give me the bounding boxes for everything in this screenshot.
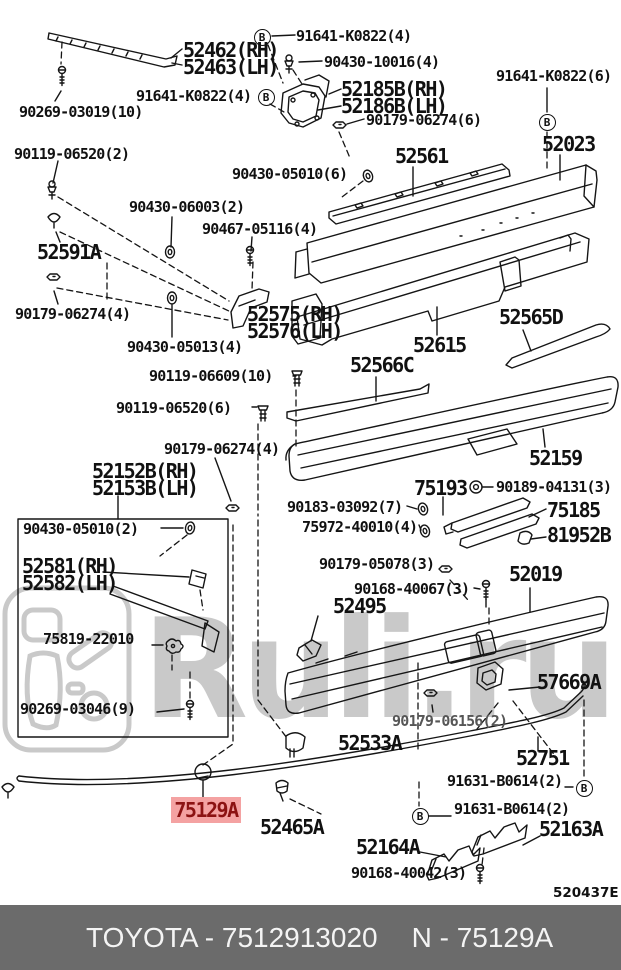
part-number-label: 52159 xyxy=(529,446,583,470)
part-number-label: 52575(RH) xyxy=(247,302,343,326)
part-number-label: 52495 xyxy=(333,594,387,618)
highlighted-part-label[interactable]: 75129A xyxy=(171,797,241,823)
part-number-label: 90269-03019(10) xyxy=(19,103,143,121)
part-number-label: 52591A xyxy=(37,240,102,264)
footer-part-code: N - 75129A xyxy=(411,921,554,953)
part-number-label: 52582(LH) xyxy=(22,571,118,595)
part-number-label: 52019 xyxy=(509,562,563,586)
part-number-label: 75193 xyxy=(414,476,468,500)
part-number-label: 52164A xyxy=(356,835,421,859)
part-number-label: 91641-K0822(6) xyxy=(496,67,612,85)
part-number-label: 52163A xyxy=(539,817,604,841)
part-number-label: 90430-06003(2) xyxy=(129,198,245,216)
part-number-label: 90168-40042(3) xyxy=(351,864,467,882)
b-callout-badge: B xyxy=(575,779,593,797)
part-number-label: 52462(RH) xyxy=(183,38,279,62)
diagram-code: 520437E xyxy=(553,885,619,901)
part-number-label: 52152B(RH) xyxy=(92,459,199,483)
part-number-label: 57669A xyxy=(537,670,602,694)
b-callout-badge: B xyxy=(411,807,429,825)
part-number-label: 90467-05116(4) xyxy=(202,220,318,238)
b-callout-badge: B xyxy=(257,88,275,106)
part-number-label: 90179-05078(3) xyxy=(319,555,435,573)
part-number-label: 75972-40010(4) xyxy=(302,518,418,536)
part-number-label: 52533A xyxy=(338,731,403,755)
part-number-label: 91641-K0822(4) xyxy=(136,87,252,105)
part-number-label: 90269-03046(9) xyxy=(20,700,136,718)
part-number-label: 75185 xyxy=(547,498,601,522)
part-number-label: 52576(LH) xyxy=(247,319,343,343)
part-number-label: 52581(RH) xyxy=(22,554,118,578)
b-callout-badge: B xyxy=(253,28,271,46)
part-number-label: 91631-B0614(2) xyxy=(447,772,563,790)
exploded-parts-drawing xyxy=(1,32,619,885)
part-number-label: 52153B(LH) xyxy=(92,476,199,500)
part-number-label: 90430-05013(4) xyxy=(127,338,243,356)
part-number-label: 90119-06520(2) xyxy=(14,145,130,163)
part-number-label: 90430-05010(6) xyxy=(232,165,348,183)
part-number-label: 90179-06274(6) xyxy=(366,111,482,129)
part-number-label: 90179-06274(4) xyxy=(164,440,280,458)
part-number-label: 52615 xyxy=(413,333,467,357)
part-number-label: 90119-06609(10) xyxy=(149,367,273,385)
part-number-label: 90168-40067(3) xyxy=(354,580,470,598)
footer-bar: TOYOTA - 7512913020 N - 75129A xyxy=(0,905,621,970)
part-number-label: 52186B(LH) xyxy=(341,94,448,118)
part-number-label: 90189-04131(3) xyxy=(496,478,612,496)
part-number-label: 90179-06156(2) xyxy=(392,712,508,730)
part-number-label: 90179-06274(4) xyxy=(15,305,131,323)
part-number-label: 75819-22010 xyxy=(43,630,134,648)
part-number-label: 91631-B0614(2) xyxy=(454,800,570,818)
part-number-label: 52185B(RH) xyxy=(341,77,448,101)
part-number-label: 52463(LH) xyxy=(183,55,279,79)
part-number-label: 52561 xyxy=(395,144,449,168)
part-number-label: 90183-03092(7) xyxy=(287,498,403,516)
part-labels: 91641-K0822(4) 52462(RH)52463(LH) 90430-10… xyxy=(14,27,612,882)
part-number-label: 52751 xyxy=(516,746,570,770)
part-number-label: 52023 xyxy=(542,132,596,156)
b-callout-badge: B xyxy=(538,113,556,131)
part-number-label: 90430-10016(4) xyxy=(324,53,440,71)
part-number-label: 90119-06520(6) xyxy=(116,399,232,417)
part-number-label: 90430-05010(2) xyxy=(23,520,139,538)
part-number-label: 91641-K0822(4) xyxy=(296,27,412,45)
part-number-label: 52465A xyxy=(260,815,325,839)
part-number-label: 52565D xyxy=(499,305,564,329)
part-number-label: 81952B xyxy=(547,523,612,547)
part-number-label: 52566C xyxy=(350,353,415,377)
footer-brand-part-number: TOYOTA - 7512913020 xyxy=(86,921,378,953)
